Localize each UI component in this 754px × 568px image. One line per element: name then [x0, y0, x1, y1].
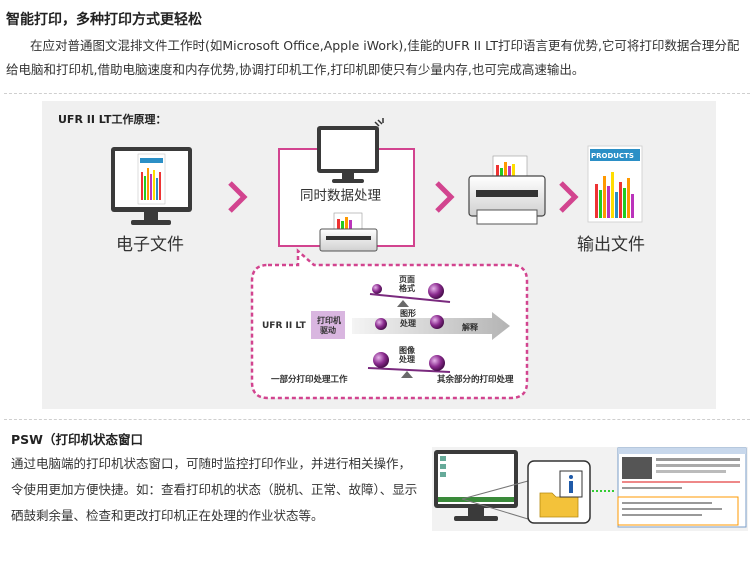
section-body: 在应对普通图文混排文件工作时(如Microsoft Office,Apple i… — [6, 38, 740, 77]
chevron-right-icon — [435, 181, 455, 213]
chevron-right-icon — [559, 181, 579, 213]
printer-small-icon — [319, 212, 378, 252]
section-title: 智能打印，多种打印方式更轻松 — [6, 12, 202, 28]
load-ball — [428, 283, 444, 299]
psw-svg — [434, 447, 747, 528]
divider — [4, 93, 750, 94]
divider — [4, 419, 750, 420]
rest-label: 其余部分的打印处理 — [437, 374, 514, 385]
interpret-label: 解释 — [462, 322, 479, 332]
graphics-label: 处理 — [399, 318, 416, 328]
balance-beam — [367, 367, 451, 373]
driver-label: 打印机 — [317, 315, 341, 325]
monitor-icon — [317, 118, 384, 183]
partial-label: 一部分打印处理工作 — [271, 374, 348, 385]
products-label: PRODUCTS — [591, 152, 634, 160]
process-arrow — [352, 312, 510, 340]
load-ball — [430, 315, 444, 329]
driver-box — [311, 311, 345, 339]
image-label: 处理 — [398, 354, 415, 364]
image-label: 图像 — [399, 345, 416, 355]
section-title: PSW（打印机状态窗口 — [11, 432, 143, 447]
output-label: 输出文件 — [577, 235, 645, 255]
balance-fulcrum — [401, 371, 413, 378]
balance-fulcrum — [397, 300, 409, 307]
folder-info-icon — [539, 470, 583, 518]
document-label: 电子文件 — [116, 235, 184, 255]
section-body: 通过电脑端的打印机状态窗口，可随时监控打印作业，并进行相关操作，令使用更加方便快… — [11, 456, 418, 523]
products-chart-icon — [587, 145, 643, 223]
ufr-label: UFR II LT — [262, 321, 307, 331]
printer-icon — [468, 155, 546, 225]
page-format-label: 页面 — [399, 275, 415, 284]
load-ball — [372, 284, 382, 294]
load-ball — [373, 352, 389, 368]
driver-label: 驱动 — [320, 325, 336, 335]
chevron-right-icon — [228, 181, 248, 213]
diagram-title: UFR II LT工作原理： — [58, 113, 167, 126]
load-ball — [429, 355, 445, 371]
monitor-document-icon — [111, 147, 192, 225]
graphics-label: 图形 — [400, 308, 416, 318]
process-label: 同时数据处理 — [300, 188, 381, 204]
page-format-label: 格式 — [399, 283, 415, 293]
monitor-icon — [434, 450, 518, 521]
status-window — [617, 447, 747, 528]
load-ball — [375, 318, 387, 330]
balance-beam — [369, 293, 451, 303]
